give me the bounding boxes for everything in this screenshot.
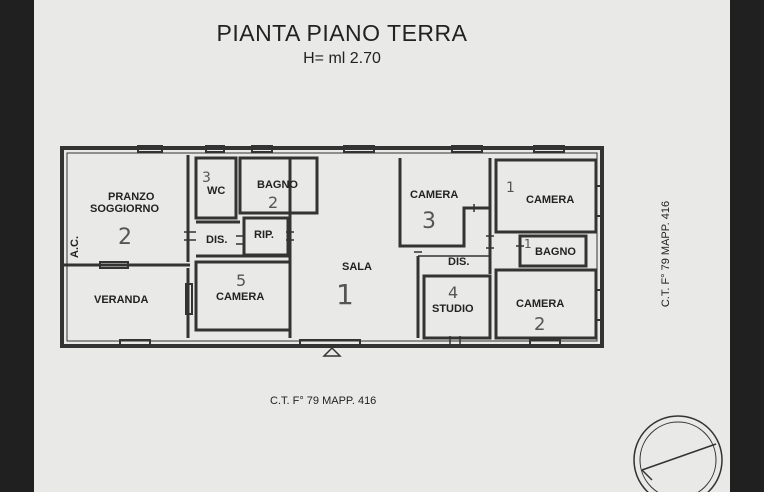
handwritten-number: 1 (336, 278, 354, 311)
window (299, 339, 361, 347)
room-label-bagno-right: BAGNO (535, 246, 576, 258)
bagno-right-walls (518, 234, 588, 268)
window (343, 145, 375, 153)
room-label-camera-left: CAMERA (216, 291, 264, 303)
handwritten-number: 2 (534, 314, 545, 335)
window (595, 289, 603, 321)
paper-sheet (34, 0, 730, 492)
window (137, 145, 163, 153)
entrance-arrow (322, 346, 342, 357)
window (529, 339, 561, 347)
window (119, 339, 151, 347)
room-label-dis-left: DIS. (206, 234, 227, 246)
room-label-camera-bottom-right: CAMERA (516, 298, 564, 310)
handwritten-number: 1 (524, 237, 532, 251)
window (251, 145, 273, 153)
cadastral-reference-side: C.T. F° 79 MAPP. 416 (660, 200, 673, 308)
handwritten-number: 5 (236, 271, 246, 290)
room-label-camera-mid: CAMERA (410, 189, 458, 201)
handwritten-number: 2 (268, 193, 278, 212)
compass-inner-ring (639, 421, 717, 492)
wc-walls (194, 156, 238, 220)
window (533, 145, 565, 153)
room-label-soggiorno: SOGGIORNO (90, 203, 160, 215)
window (595, 185, 603, 217)
handwritten-number: 4 (448, 283, 458, 302)
room-label-wc: WC (207, 185, 225, 197)
handwritten-number: 3 (202, 170, 211, 186)
photo-edge-left (0, 0, 34, 492)
compass-outer-ring (633, 415, 723, 492)
handwritten-number: 1 (506, 180, 515, 196)
compass-needle-tip (641, 469, 653, 481)
cadastral-reference-bottom: C.T. F° 79 MAPP. 416 (270, 395, 377, 407)
window (185, 283, 193, 315)
room-label-sala: SALA (342, 261, 372, 273)
room-label-camera-top-right: CAMERA (526, 194, 574, 206)
room-label-pranzo: PRANZO (108, 191, 155, 203)
room-label-bagno: BAGNO (257, 179, 298, 191)
plan-title: PIANTA PIANO TERRA (216, 20, 468, 46)
bagno-walls (238, 156, 319, 215)
handwritten-number: 3 (422, 209, 436, 234)
camera-mid-walls (398, 158, 490, 248)
compass-needle (641, 443, 717, 471)
room-label-veranda: VERANDA (94, 294, 148, 306)
outer-wall-inner-line (66, 152, 598, 342)
room-label-dis-right: DIS. (448, 256, 469, 268)
photo-edge-right (730, 0, 764, 492)
window (205, 145, 225, 153)
ceiling-height-note: H= ml 2.70 (303, 50, 381, 67)
room-label-ac: A.C. (69, 236, 81, 258)
studio-walls (422, 274, 492, 340)
handwritten-number: 2 (118, 225, 132, 250)
room-label-rip: RIP. (254, 229, 274, 241)
camera-left-walls (194, 260, 292, 332)
room-label-studio: STUDIO (432, 303, 474, 315)
window (451, 145, 483, 153)
window (99, 261, 129, 269)
